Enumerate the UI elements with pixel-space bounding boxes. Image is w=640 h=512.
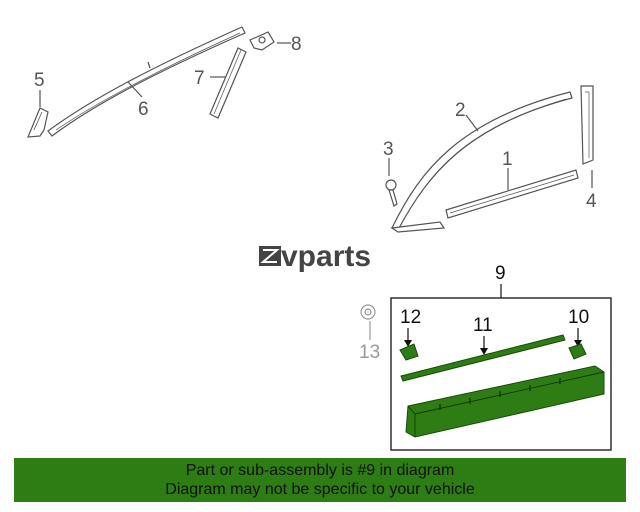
callout-12[interactable]: 12: [400, 307, 421, 328]
part-2-frame-molding[interactable]: [390, 91, 573, 233]
part-3-clip[interactable]: [385, 179, 398, 207]
callout-9[interactable]: 9: [495, 263, 506, 284]
arrow-10: [574, 340, 582, 347]
part-1-belt-molding[interactable]: [445, 169, 579, 219]
part-7-pillar-molding[interactable]: [209, 47, 247, 119]
part-11-molding-strip[interactable]: [400, 334, 566, 382]
arrow-12: [404, 340, 412, 347]
callout-line-2: [465, 114, 479, 132]
footer-line-2: Diagram may not be specific to your vehi…: [165, 481, 475, 498]
callout-8[interactable]: 8: [291, 34, 302, 55]
logo-text: vparts: [281, 240, 371, 273]
callout-2[interactable]: 2: [455, 100, 466, 121]
part-6-roof-molding[interactable]: [47, 26, 246, 137]
footer-line-1: Part or sub-assembly is #9 in diagram: [185, 462, 455, 479]
callout-11[interactable]: 11: [473, 315, 493, 336]
part-8-clip[interactable]: [249, 31, 275, 51]
part-4-pillar-garnish[interactable]: [580, 85, 594, 165]
arrow-11: [480, 348, 488, 355]
part-9-rocker-molding[interactable]: [405, 365, 605, 438]
part-13-clip[interactable]: [360, 304, 376, 320]
part-10-clip[interactable]: [568, 343, 587, 360]
part-12-clip[interactable]: [399, 343, 419, 361]
callout-line-6: [127, 81, 143, 98]
callout-10[interactable]: 10: [568, 307, 589, 328]
callout-7[interactable]: 7: [194, 68, 205, 89]
callout-1[interactable]: 1: [502, 149, 513, 170]
evparts-logo: vparts: [259, 240, 371, 273]
callout-4[interactable]: 4: [586, 191, 597, 212]
callout-6[interactable]: 6: [138, 99, 149, 120]
callout-5[interactable]: 5: [34, 70, 45, 91]
part-5-garnish[interactable]: [27, 107, 49, 138]
callout-3[interactable]: 3: [383, 139, 394, 160]
footer-banner: Part or sub-assembly is #9 in diagram Di…: [14, 458, 626, 502]
callout-13[interactable]: 13: [359, 342, 380, 363]
